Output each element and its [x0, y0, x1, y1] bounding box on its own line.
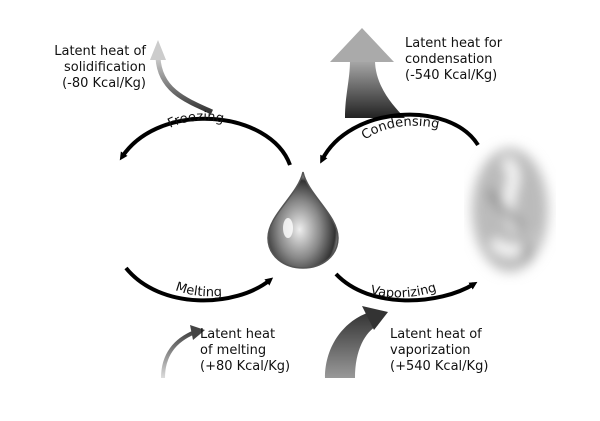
condensation-note: Latent heat for condensation (-540 Kcal/…: [405, 36, 502, 84]
vaporization-heat-arrow: [325, 312, 378, 378]
freezing-label: Freezing: [166, 109, 226, 131]
solidification-heat-arrow: [155, 57, 214, 115]
vaporizing-arc: [334, 272, 478, 303]
note-line: solidification: [63, 60, 146, 75]
note-line: (+80 Kcal/Kg): [200, 359, 291, 374]
svg-text:Freezing: Freezing: [166, 109, 226, 131]
note-line: (-80 Kcal/Kg): [62, 76, 146, 91]
melting-arrowhead: [190, 325, 205, 340]
freezing-arc: [119, 116, 292, 166]
note-line: Latent heat: [200, 327, 276, 342]
note-line: Latent heat for: [405, 36, 503, 51]
note-line: vaporization: [390, 343, 471, 358]
note-line: (+540 Kcal/Kg): [390, 359, 489, 374]
note-line: Latent heat of: [54, 44, 146, 59]
melting-note: Latent heat of melting (+80 Kcal/Kg): [200, 327, 290, 375]
vapor-smoke-icon: [472, 148, 548, 272]
melting-arc: [124, 266, 274, 303]
note-line: of melting: [200, 343, 267, 358]
vaporization-note: Latent heat of vaporization (+540 Kcal/K…: [390, 327, 488, 375]
vaporization-arrowhead: [362, 306, 388, 330]
solidification-arrowhead: [150, 40, 166, 60]
condensing-arc: [320, 112, 480, 164]
note-line: condensation: [405, 52, 493, 67]
water-drop-icon: [267, 171, 339, 269]
solidification-note: Latent heat of solidification (-80 Kcal/…: [20, 44, 146, 92]
note-line: (-540 Kcal/Kg): [405, 68, 498, 83]
melting-heat-arrow: [161, 330, 196, 379]
note-line: Latent heat of: [390, 327, 482, 342]
condensation-arrowhead: [330, 28, 394, 62]
condensation-heat-arrow: [345, 60, 405, 118]
